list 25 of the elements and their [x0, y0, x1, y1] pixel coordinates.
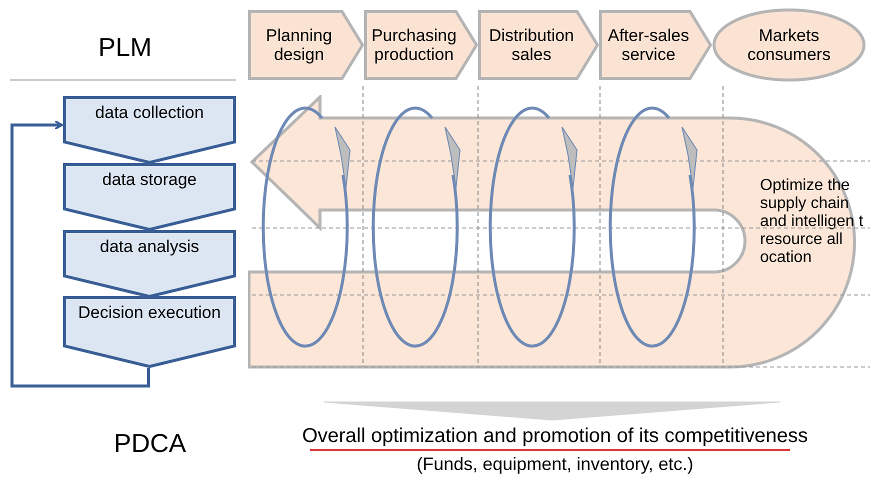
step-label: Purchasing production: [370, 26, 458, 64]
step-label: After-sales service: [606, 26, 690, 64]
wide-down-arrow: [324, 402, 780, 420]
step-label: Decision execution: [78, 302, 221, 324]
conclusion-note: (Funds, equipment, inventory, etc.): [416, 453, 694, 475]
step-label: Planning design: [264, 26, 334, 64]
step-label: data collection: [95, 102, 204, 124]
step-label: data analysis: [100, 236, 200, 258]
chevron-step: [248, 10, 364, 80]
chevron-step: [599, 10, 712, 80]
step-label: Distribution sales: [488, 26, 576, 64]
chevron-step: [364, 10, 478, 80]
note-text: Optimize the supply chain and intelligen t resource all ocation: [760, 177, 864, 267]
process-step: [63, 163, 236, 231]
feedback-arrow: [10, 120, 150, 388]
chevron-step: [478, 10, 599, 80]
step-label: Markets consumers: [746, 26, 832, 64]
conclusion-text: Overall optimization and promotion of its competitiveness: [302, 424, 808, 448]
section-label: PDCA: [112, 427, 188, 460]
ellipse-node: [712, 8, 866, 82]
process-step: [63, 296, 236, 368]
process-step: [63, 96, 236, 164]
step-label: data storage: [102, 169, 197, 191]
section-label: PLM: [97, 31, 153, 64]
process-step: [63, 230, 236, 298]
